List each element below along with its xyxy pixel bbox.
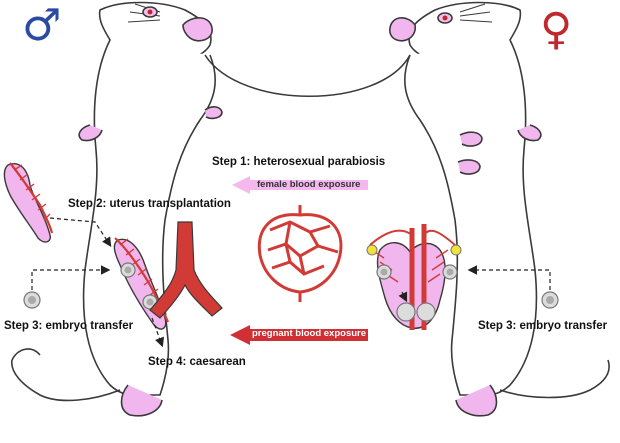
step1-label: Step 1: heterosexual parabiosis (212, 156, 386, 168)
male-symbol: ♂ (22, 4, 61, 48)
embryo-left (23, 291, 41, 309)
step3-left-label: Step 3: embryo transfer (4, 320, 134, 332)
step3-right-label: Step 3: embryo transfer (478, 320, 608, 332)
female-blood-label: female blood exposure (257, 179, 361, 190)
vascular-anastomosis (257, 205, 343, 302)
pregnant-blood-label: pregnant blood exposure (252, 328, 367, 339)
female-symbol: ♀ (540, 8, 572, 52)
male-mouse (11, 1, 223, 417)
pregnant-blood-arrow (230, 325, 368, 345)
female-mouse (389, 1, 610, 417)
female-blood-arrow (232, 176, 368, 194)
parabiosis-junction (204, 54, 411, 97)
embryo-right (541, 291, 559, 309)
female-uterus (366, 224, 462, 330)
donor-uterus (3, 162, 54, 243)
male-blood-vessel (149, 221, 223, 319)
step2-label: Step 2: uterus transplantation (68, 198, 231, 210)
female-symbol-glyph: ♀ (540, 4, 573, 55)
step4-label: Step 4: caesarean (148, 356, 246, 368)
male-symbol-glyph: ♂ (22, 0, 62, 51)
process-arrows (31, 217, 551, 348)
